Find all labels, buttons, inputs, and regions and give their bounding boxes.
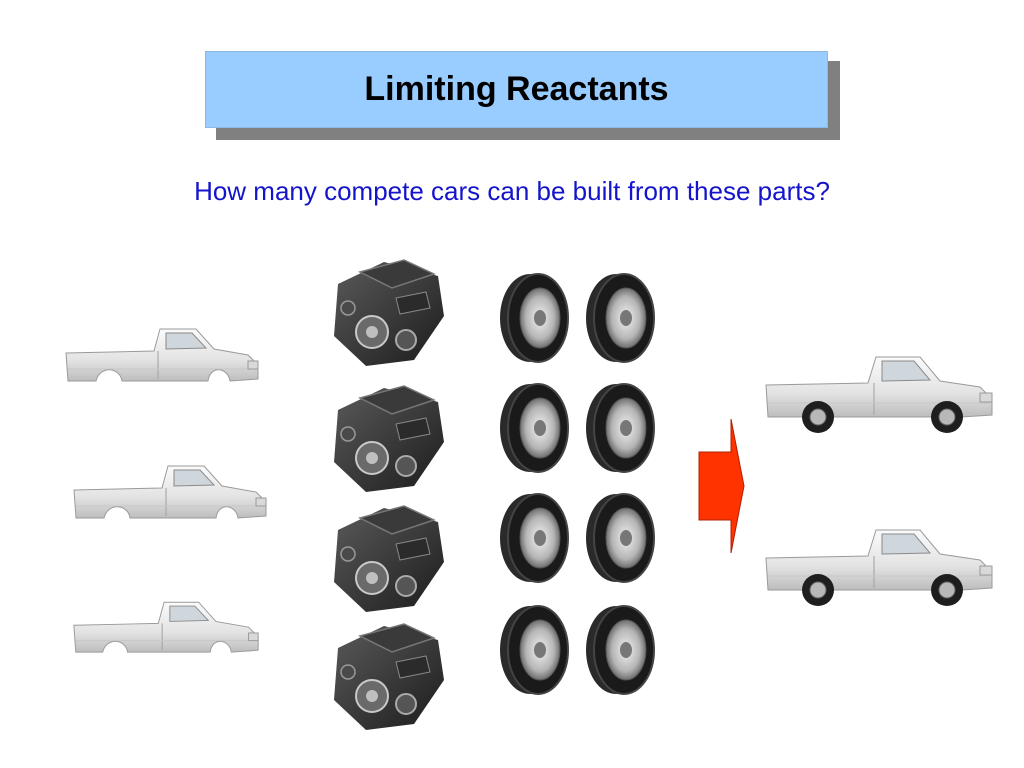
complete-truck-icon: [765, 529, 993, 606]
tire: [496, 604, 572, 696]
truck-body: [70, 598, 262, 666]
engine-icon: [334, 385, 444, 492]
tire-icon: [586, 493, 655, 583]
tire-icon: [500, 493, 569, 583]
truck-body: [70, 462, 270, 532]
tire-icon: [500, 605, 569, 695]
tire: [496, 272, 572, 364]
slide-title: Limiting Reactants: [364, 70, 669, 108]
arrow-icon: [698, 418, 745, 554]
engine-icon: [334, 259, 444, 366]
engine: [326, 622, 448, 734]
title-box: Limiting Reactants: [205, 51, 828, 128]
reaction-arrow: [698, 418, 746, 554]
engine: [326, 504, 448, 616]
tire-icon: [500, 273, 569, 363]
truck-body-icon: [65, 328, 259, 382]
complete-truck: [762, 526, 994, 608]
tire-icon: [500, 383, 569, 473]
engine: [326, 258, 448, 370]
engine: [326, 384, 448, 496]
tire: [496, 382, 572, 474]
truck-body-icon: [73, 465, 267, 519]
truck-body: [62, 325, 262, 395]
slide-subtitle: How many compete cars can be built from …: [194, 176, 830, 206]
engine-icon: [334, 505, 444, 612]
tire-icon: [586, 273, 655, 363]
tire-icon: [586, 383, 655, 473]
complete-truck-icon: [765, 356, 993, 433]
engine-icon: [334, 623, 444, 730]
tire: [496, 492, 572, 584]
tire: [582, 604, 658, 696]
complete-truck: [762, 353, 994, 435]
truck-body-icon: [73, 601, 259, 653]
tire: [582, 492, 658, 584]
tire: [582, 272, 658, 364]
tire-icon: [586, 605, 655, 695]
tire: [582, 382, 658, 474]
